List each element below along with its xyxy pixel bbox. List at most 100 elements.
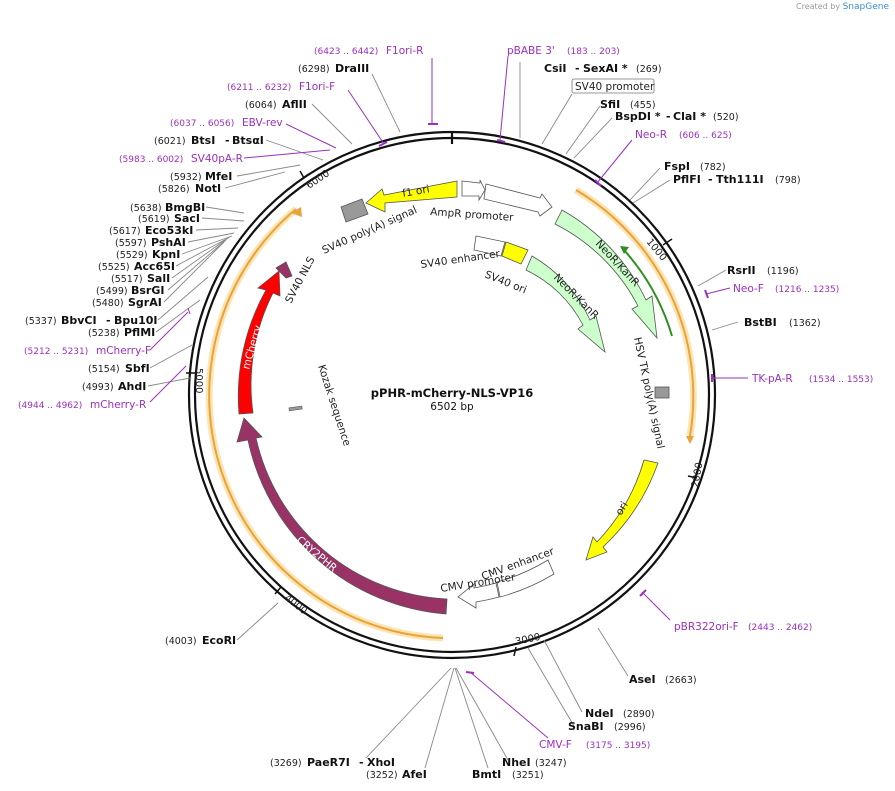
- leader-bspdi: [573, 117, 613, 159]
- primer-name-sv40pa-r: SV40pA-R: [191, 153, 243, 165]
- site-name-paer7i: PaeR7I: [307, 756, 350, 769]
- site-pos-ecori: (4003): [165, 636, 197, 647]
- leader-sv40-promoter: [541, 93, 573, 145]
- site-name-pflfi: PflFI: [673, 173, 701, 186]
- leader-acc65i: [175, 236, 231, 267]
- site-name-noti: NotI: [195, 182, 221, 195]
- sv40-promoter-box-label: SV40 promoter: [575, 81, 655, 93]
- site-extra-paer7i: XhoI: [367, 756, 395, 769]
- primer-range-f1ori-f: (6211 .. 6232): [227, 83, 291, 93]
- leader-noti: [224, 171, 286, 189]
- site-name-sbfi: SbfI: [125, 362, 150, 375]
- snapgene-brand: SnapGene: [842, 2, 889, 12]
- leader-bmti: [454, 667, 489, 769]
- feature-arrows: [236, 179, 670, 615]
- primer-range-mcherry-f: (5212 .. 5231): [24, 347, 88, 357]
- site-name-bstbi: BstBI: [744, 316, 777, 329]
- sites-right: CsiI - SexAI * (269) SV40 promoter SfiI …: [270, 62, 821, 781]
- site-pos-ndei: (2890): [623, 709, 655, 720]
- tick-6000: [299, 170, 305, 179]
- site-pos-fspi: (782): [700, 162, 726, 173]
- primer-mark-f1ori-f: [378, 141, 388, 147]
- site-pos-kpni: (5529): [116, 250, 148, 261]
- site-pos-acc65i: (5525): [98, 262, 130, 273]
- site-name-fspi: FspI: [664, 160, 690, 173]
- tick-label-5000: 5000: [193, 368, 204, 393]
- site-name-bmti: BmtI: [472, 768, 501, 781]
- green-primer-arc: [623, 249, 673, 337]
- orf-cry-arc: [208, 208, 444, 639]
- site-name-bsrgi: BsrGI: [131, 284, 164, 297]
- feature-neor-kanr-inner: [525, 255, 606, 354]
- leader-bsrgi: [167, 239, 227, 291]
- leader-kpni: [181, 235, 233, 255]
- leader-fspi: [629, 167, 661, 201]
- primer-leader-mcherry-f: [187, 307, 191, 315]
- site-pos-paer7i: (3269): [270, 758, 302, 769]
- feature-label-ampr-promoter: AmpR promoter: [430, 206, 515, 224]
- site-pos-pflmi: (5238): [88, 328, 120, 339]
- site-pos-bspdi: (520): [713, 112, 739, 123]
- site-extra-csii: SexAI *: [583, 62, 628, 75]
- site-pos-sgrai: (5480): [92, 298, 124, 309]
- site-pos-ahdi: (4993): [82, 382, 114, 393]
- site-pos-csii: (269): [636, 64, 662, 75]
- site-pos-nhei: (3247): [535, 758, 567, 769]
- leader-pflfi: [632, 179, 671, 204]
- feature-kozak: [288, 405, 303, 412]
- site-name-ndei: NdeI: [585, 707, 614, 720]
- orf-cry-arrowhead: [291, 207, 302, 217]
- primer-name-tk-pa-r: TK-pA-R: [751, 373, 793, 385]
- leader-bmgbi: [205, 206, 245, 214]
- primer-name-cmv-f: CMV-F: [539, 739, 572, 751]
- primer-mark-neo-f: [704, 289, 709, 299]
- primer-name-f1ori-f: F1ori-F: [299, 81, 335, 93]
- primer-leader-pbabe3: [499, 55, 509, 141]
- feature-ampr-promoter-b: [483, 183, 553, 217]
- site-name-bspdi: BspDI *: [615, 110, 661, 123]
- site-dash-csii: -: [575, 62, 580, 75]
- site-pos-pshai: (5597): [115, 238, 147, 249]
- primer-name-neo-r: Neo-R: [635, 129, 667, 141]
- feature-label-kozak: Kozak sequence: [315, 363, 353, 447]
- site-name-ecori: EcoRI: [202, 634, 236, 647]
- leader-eco53ki: [195, 227, 239, 231]
- orf-neo-arc: [575, 189, 695, 437]
- tick-label-4000: 4000: [282, 593, 309, 617]
- site-name-kpni: KpnI: [152, 248, 180, 261]
- primer-mark-pbr322ori-f: [639, 589, 647, 597]
- site-pos-noti: (5826): [158, 184, 190, 195]
- feature-ori: [585, 459, 659, 561]
- feature-hsv-tk-polya-box: [654, 386, 670, 399]
- tick-1000: [662, 238, 673, 246]
- site-pos-draiii: (6298): [298, 64, 330, 75]
- credit-prefix: Created by: [796, 2, 841, 11]
- leader-asei: [597, 627, 629, 677]
- primer-leader-ebv-rev: [285, 123, 337, 149]
- site-name-rsrii: RsrII: [727, 264, 756, 277]
- primer-range-neo-f: (1216 .. 1235): [775, 285, 839, 295]
- site-name-sfii: SfiI: [600, 98, 620, 111]
- primer-leader-f1ori-f: [347, 89, 385, 145]
- primer-name-pbr322ori-f: pBR322ori-F: [674, 621, 739, 633]
- tick-label-6000: 6000: [305, 168, 332, 191]
- site-name-draiii: DraIII: [335, 62, 369, 75]
- site-extra-btsi: BtsαI: [232, 134, 264, 147]
- primer-name-pbabe3: pBABE 3': [507, 45, 555, 57]
- primer-leader-mcherry-r: [149, 365, 187, 403]
- primer-range-pbr322ori-f: (2443 .. 2462): [748, 623, 812, 633]
- primer-leader-cmv-f: [469, 671, 549, 739]
- primer-name-mcherry-r: mCherry-R: [90, 399, 146, 411]
- leader-sali: [171, 237, 229, 279]
- site-pos-bstbi: (1362): [789, 318, 821, 329]
- site-pos-sbfi: (5154): [88, 364, 120, 375]
- primer-range-mcherry-r: (4944 .. 4962): [18, 401, 82, 411]
- site-dash-bbvci: -: [106, 314, 111, 327]
- primer-leader-neo-f: [705, 287, 731, 295]
- site-pos-btsi: (6021): [154, 136, 186, 147]
- site-pos-bmti: (3251): [512, 770, 544, 781]
- leader-snabi: [527, 647, 575, 727]
- site-name-pflmi: PflMI: [124, 326, 155, 339]
- primer-mark-neo-r: [594, 179, 602, 187]
- feature-label-sv40-polya: SV40 poly(A) signal: [320, 204, 419, 257]
